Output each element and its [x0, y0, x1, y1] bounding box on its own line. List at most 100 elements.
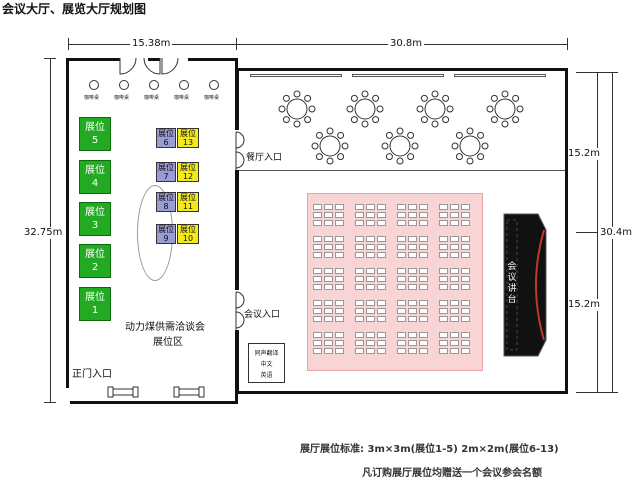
booth-6-number: 6	[163, 138, 169, 147]
left-dimension-tick-top	[44, 58, 56, 59]
seat	[439, 340, 448, 346]
seat	[324, 236, 333, 242]
seat	[355, 348, 364, 354]
seat	[366, 220, 375, 226]
seat	[397, 212, 406, 218]
page-title: 会议大厅、展览大厅规划图	[2, 2, 147, 16]
seat	[324, 308, 333, 314]
seat	[335, 252, 344, 258]
seat	[335, 204, 344, 210]
seat	[450, 300, 459, 306]
meeting-entrance-label: 会议入口	[244, 310, 281, 320]
seat	[408, 308, 417, 314]
seat	[461, 244, 470, 250]
seat	[450, 212, 459, 218]
seat	[355, 212, 364, 218]
translation-line1: 同声翻译	[254, 350, 279, 357]
booth-10-label: 展位	[180, 225, 196, 234]
seat	[366, 236, 375, 242]
seat	[366, 252, 375, 258]
seat	[450, 252, 459, 258]
coffee-table-label-3: 咖啡桌	[144, 95, 160, 101]
seat	[419, 332, 428, 338]
seat	[439, 204, 448, 210]
seat	[461, 276, 470, 282]
seat	[335, 276, 344, 282]
coffee-table-label-2: 咖啡桌	[114, 95, 130, 101]
seat	[335, 244, 344, 250]
dining-entrance-label: 餐厅入口	[246, 153, 283, 163]
seat	[377, 204, 386, 210]
seat	[408, 276, 417, 282]
seat	[377, 236, 386, 242]
seat	[419, 204, 428, 210]
booth-6-label: 展位	[158, 129, 174, 138]
seat	[439, 308, 448, 314]
seat	[461, 252, 470, 258]
seat	[355, 236, 364, 242]
seat	[366, 308, 375, 314]
seat	[377, 252, 386, 258]
seat	[397, 268, 406, 274]
upper-height-label: 15.2m	[566, 148, 603, 160]
booth-12-label: 展位	[180, 163, 196, 172]
seat	[377, 244, 386, 250]
seat	[461, 204, 470, 210]
seat	[397, 220, 406, 226]
seat	[450, 340, 459, 346]
translation-line2: 中文	[260, 361, 273, 368]
seat	[439, 212, 448, 218]
seat	[461, 300, 470, 306]
seat	[335, 220, 344, 226]
top-dimension-tick-mid	[236, 38, 237, 50]
seat	[450, 316, 459, 322]
seat	[397, 340, 406, 346]
seat	[355, 300, 364, 306]
seat	[313, 276, 322, 282]
booth-1-number: 1	[91, 305, 99, 316]
lower-height-label: 15.2m	[566, 299, 603, 311]
podium	[503, 213, 547, 357]
left-dimension-tick-bottom	[44, 402, 56, 403]
seat	[461, 284, 470, 290]
seat	[377, 316, 386, 322]
seat	[355, 316, 364, 322]
booth-3-number: 3	[91, 220, 99, 231]
seat	[313, 340, 322, 346]
seat	[335, 348, 344, 354]
seat	[397, 284, 406, 290]
seat	[439, 348, 448, 354]
booth-8-label: 展位	[158, 193, 174, 202]
seat	[419, 268, 428, 274]
wall-strip-3	[454, 74, 546, 77]
booth-9-label: 展位	[158, 225, 174, 234]
seat	[408, 340, 417, 346]
seat	[313, 308, 322, 314]
booth-8-number: 8	[163, 202, 169, 211]
seat	[419, 308, 428, 314]
seat	[461, 212, 470, 218]
seat	[419, 340, 428, 346]
booth-13-number: 13	[182, 138, 194, 147]
registration-note: 凡订购展厅展位均赠送一个会议参会名额	[362, 468, 542, 479]
seat	[324, 220, 333, 226]
seat	[408, 236, 417, 242]
seat	[439, 332, 448, 338]
seat	[397, 244, 406, 250]
seat	[461, 348, 470, 354]
seat	[366, 212, 375, 218]
seat	[313, 212, 322, 218]
